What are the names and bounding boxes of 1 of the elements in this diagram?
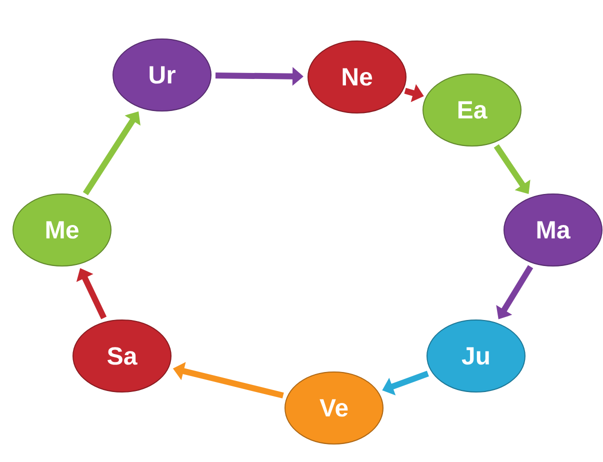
- arrow: [494, 144, 530, 194]
